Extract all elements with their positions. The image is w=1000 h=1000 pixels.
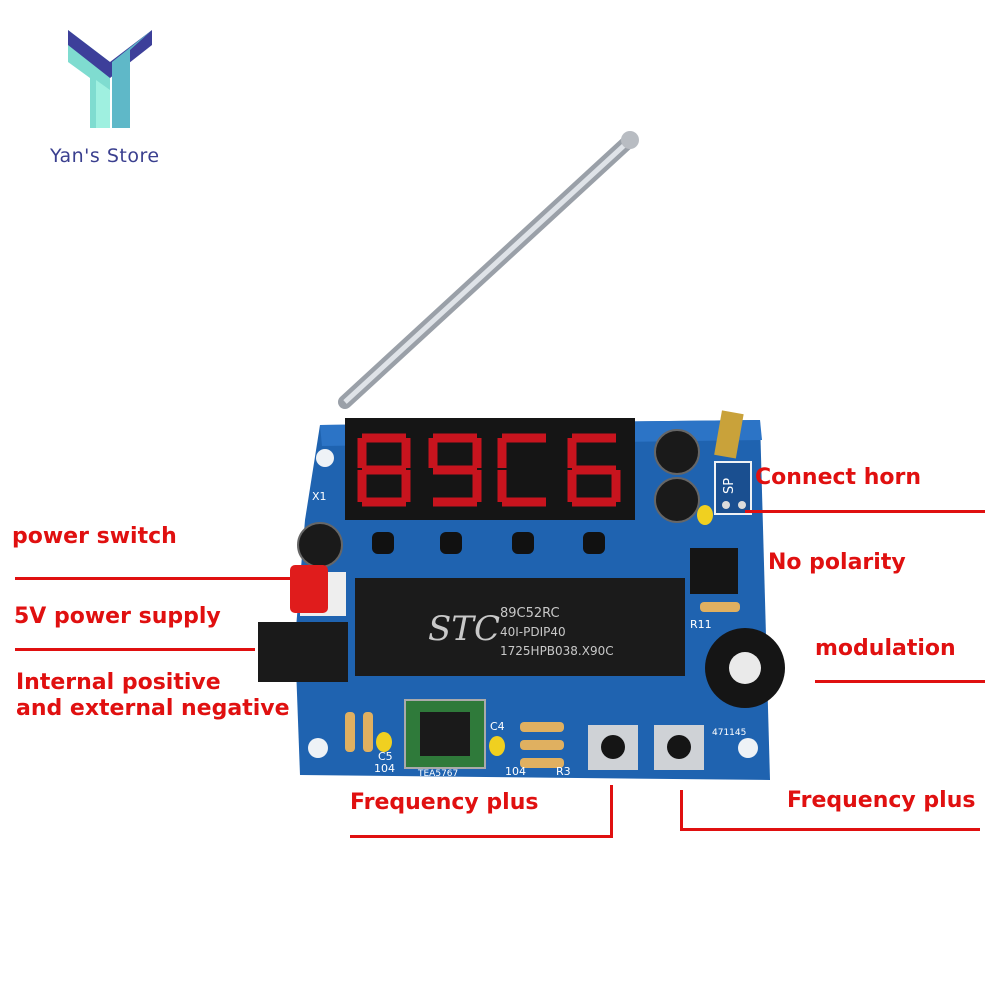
power-supply-label: 5V power supply (14, 604, 221, 629)
freq-right-line-v (680, 790, 683, 831)
chip-line2: 40I-PDIP40 (500, 625, 566, 639)
freq-left-line-v (610, 785, 613, 838)
silk-c5: C5 (378, 750, 393, 763)
store-name: Yan's Store (50, 145, 160, 167)
freq-left-line-h (350, 835, 612, 838)
no-polarity-label: No polarity (768, 550, 906, 575)
freq-plus-right-label: Frequency plus (787, 788, 976, 813)
connect-horn-line (745, 510, 985, 513)
modulation-line (815, 680, 985, 683)
silk-tea: TEA5767 (417, 769, 458, 779)
freq-plus-left-label: Frequency plus (350, 790, 539, 815)
silk-104a: 104 (374, 762, 395, 775)
silk-x1: X1 (312, 490, 327, 503)
chip-brand: STC (428, 609, 500, 649)
freq-right-line-h (680, 828, 980, 831)
connect-horn-label: Connect horn (755, 465, 922, 490)
polarity-label-line1: Internal positive (16, 670, 221, 695)
modulation-label: modulation (815, 636, 956, 661)
silk-sp: SP (722, 478, 737, 494)
power-switch-label: power switch (12, 524, 177, 549)
chip-line3: 1725HPB038.X90C (500, 644, 614, 658)
silk-r3: R3 (556, 765, 571, 778)
power-supply-line (15, 648, 255, 651)
silk-r11: R11 (690, 618, 712, 631)
silk-code: 471145 (712, 728, 746, 738)
power-switch-line (15, 577, 290, 580)
silk-104b: 104 (505, 765, 526, 778)
polarity-label-line2: and external negative (16, 696, 290, 721)
chip-model: 89C52RC (500, 606, 560, 621)
silk-c4: C4 (490, 720, 505, 733)
